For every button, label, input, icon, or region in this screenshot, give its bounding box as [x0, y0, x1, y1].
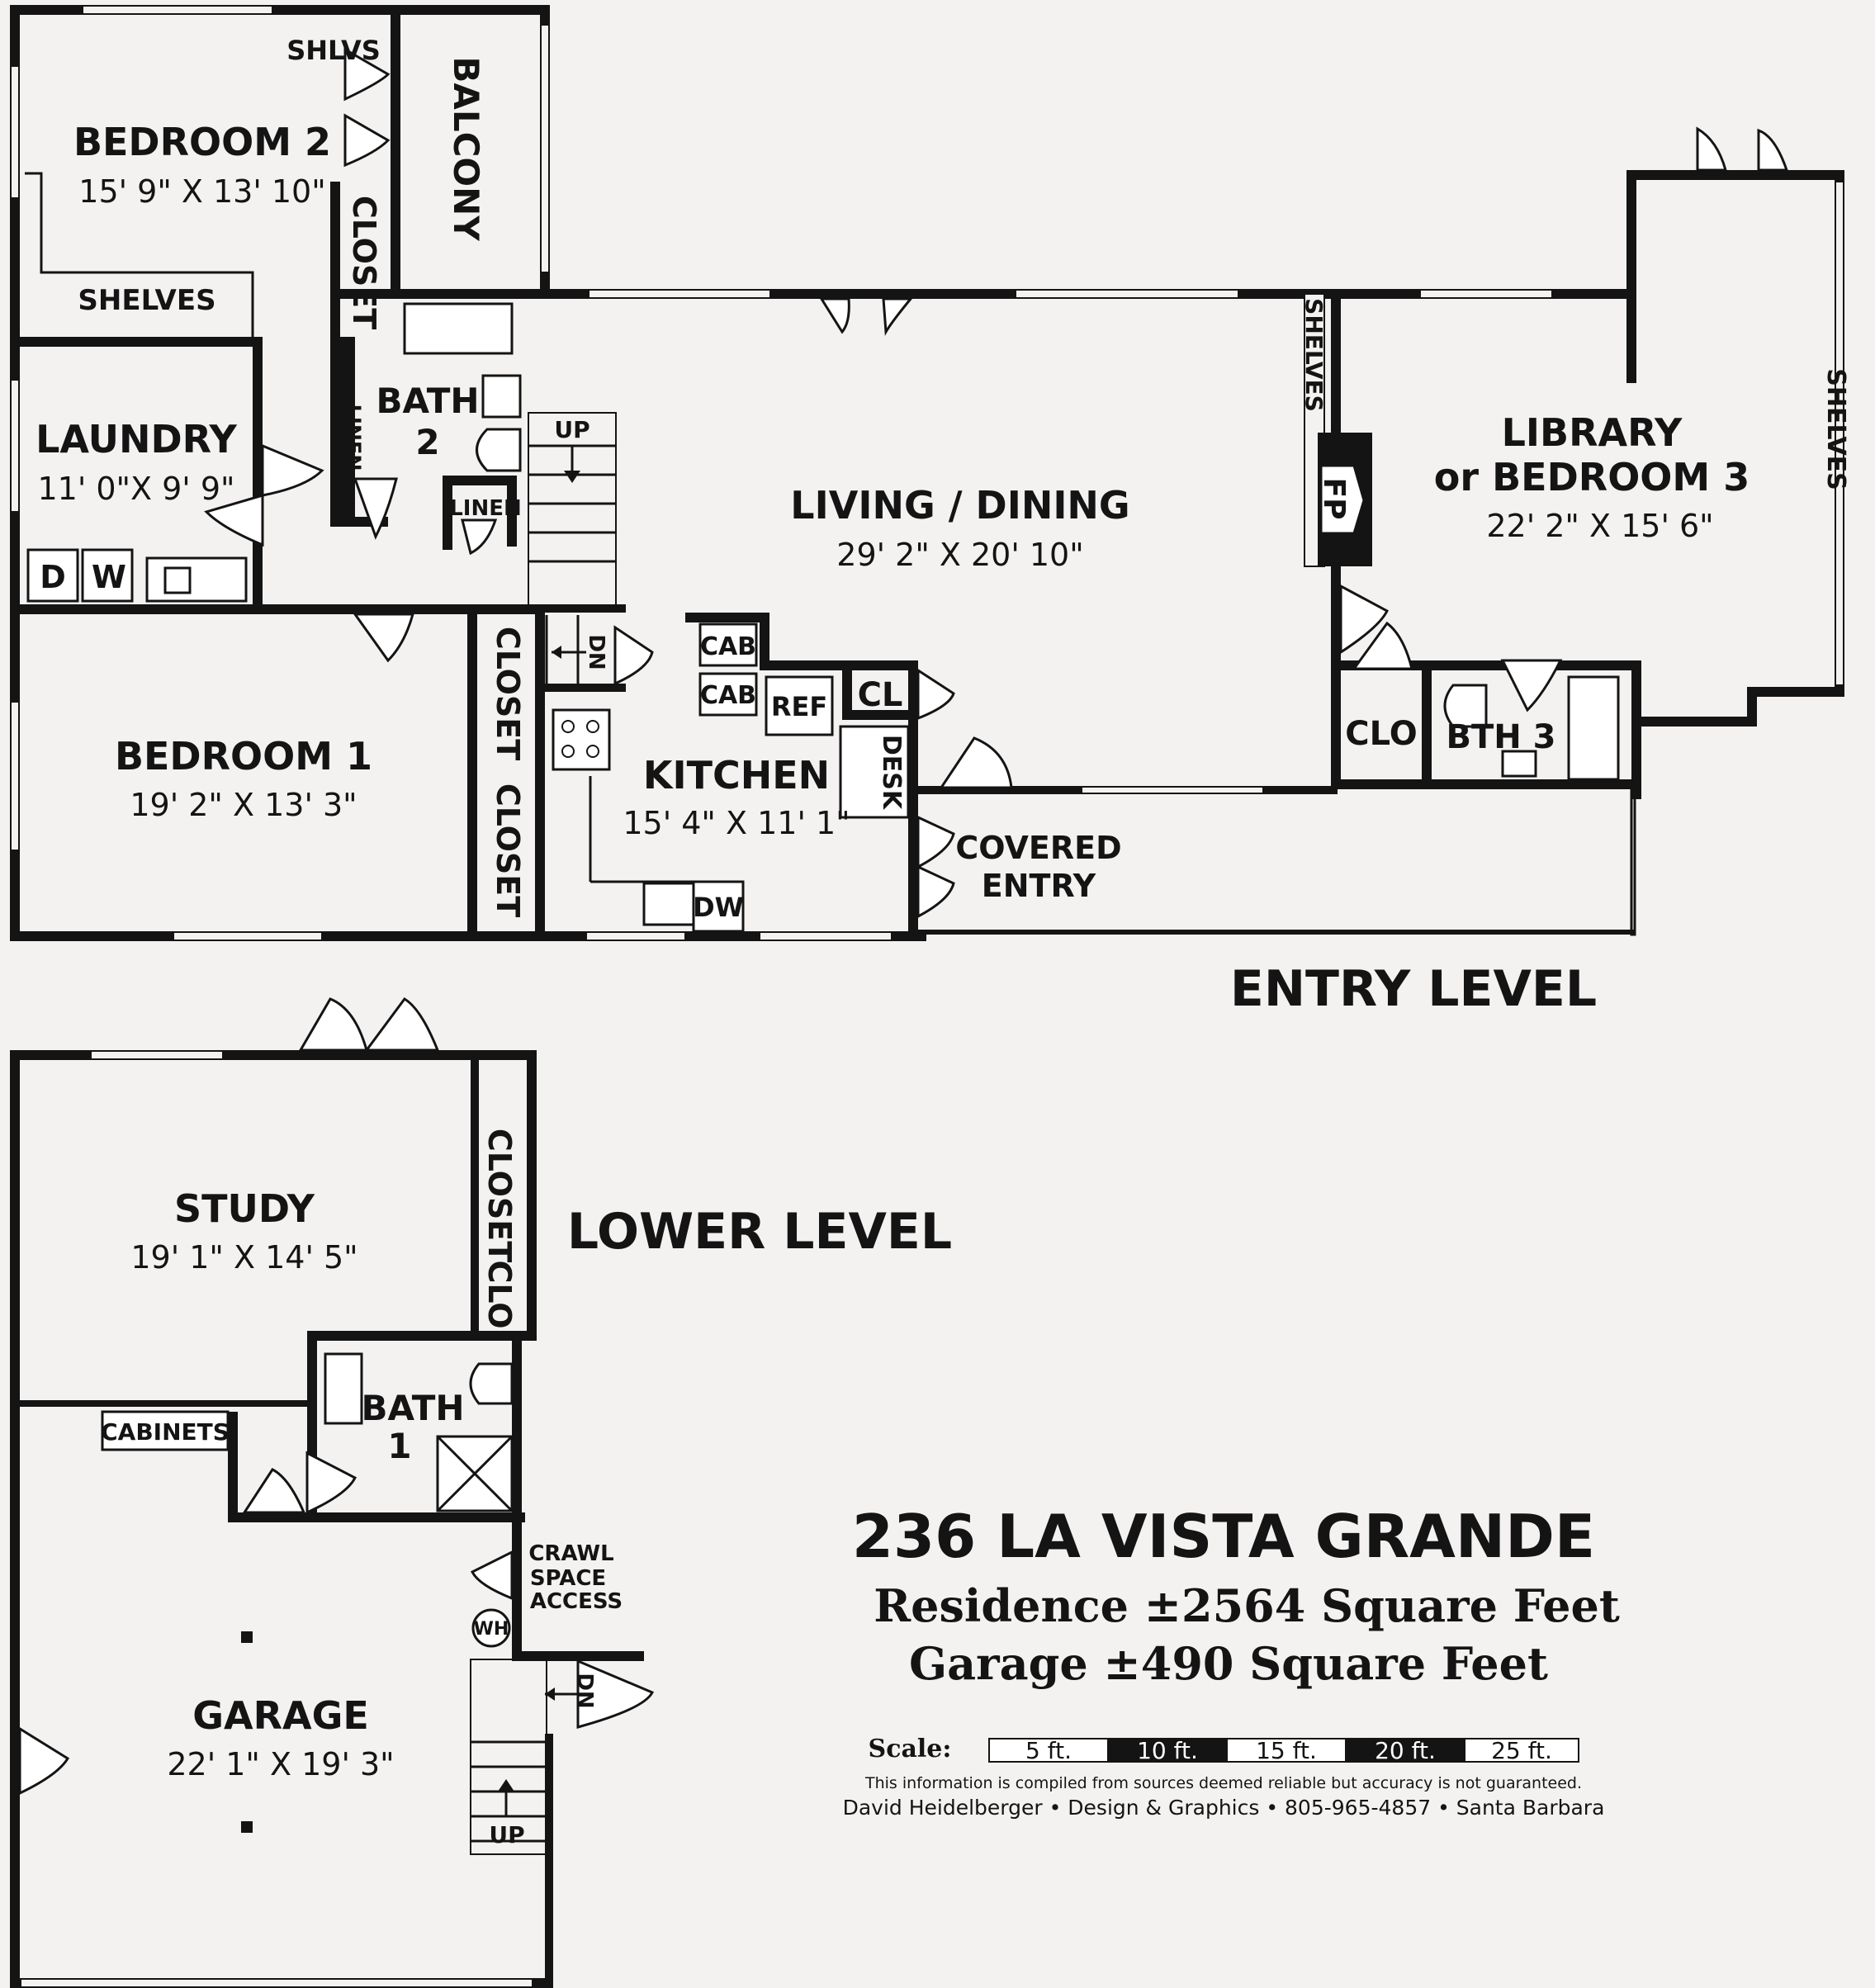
entry-level-title: ENTRY LEVEL	[1230, 960, 1597, 1018]
entry-level-windows	[10, 5, 1844, 941]
stairs-lower	[470, 1659, 578, 1855]
living-dim: 29' 2" X 20' 10"	[836, 537, 1083, 573]
shelves-library: SHELVES	[1821, 368, 1850, 490]
doors-lower	[18, 997, 655, 1796]
up-lower: UP	[489, 1821, 524, 1848]
bath2-name: BATH	[376, 381, 479, 421]
washer-label: W	[92, 559, 126, 595]
desk-label: DESK	[877, 735, 906, 811]
laundry-dim: 11' 0"X 9' 9"	[37, 471, 234, 507]
scale-tick-4: 20 ft.	[1375, 1737, 1436, 1764]
fixtures-entry	[25, 172, 1620, 933]
fp-label: FP	[1317, 478, 1351, 520]
wh-label: WH	[474, 1619, 509, 1640]
kitchen-dim: 15' 4" X 11' 1"	[623, 805, 850, 841]
library-name1: LIBRARY	[1502, 410, 1683, 455]
dw-label: DW	[693, 892, 744, 923]
scale-tick-3: 15 ft.	[1256, 1737, 1317, 1764]
closet-study: CLOSET	[481, 1129, 518, 1262]
crawl-2: SPACE	[530, 1566, 606, 1591]
clo-library: CLO	[1345, 715, 1417, 753]
address-title: 236 LA VISTA GRANDE	[852, 1502, 1595, 1571]
crawl-3: ACCESS	[530, 1589, 623, 1614]
closet-bed2: CLOSET	[346, 196, 382, 329]
covered-entry-1: COVERED	[955, 830, 1121, 866]
dn-lower: DN	[572, 1673, 597, 1708]
ref-label: REF	[771, 691, 827, 722]
dn-entry: DN	[584, 634, 608, 670]
living-name: LIVING / DINING	[790, 483, 1129, 528]
library-dim: 22' 2" X 15' 6"	[1486, 508, 1713, 544]
covered-entry-2: ENTRY	[982, 868, 1096, 904]
fireplace	[1318, 433, 1372, 566]
scale-tick-2: 10 ft.	[1137, 1737, 1198, 1764]
dryer-label: D	[40, 559, 66, 595]
shelves-bed2: SHELVES	[78, 284, 215, 317]
garage-sqft: Garage ±490 Square Feet	[909, 1637, 1548, 1690]
linen-label: LINEN	[449, 496, 522, 521]
scale-tick-5: 25 ft.	[1491, 1737, 1552, 1764]
clo-study: CLO	[481, 1260, 518, 1328]
disclaimer: This information is compiled from source…	[864, 1774, 1582, 1792]
bedroom2-dim: 15' 9" X 13' 10"	[78, 173, 325, 210]
up-entry: UP	[554, 416, 589, 443]
scale-label: Scale:	[869, 1735, 952, 1763]
room-labels: BEDROOM 2 15' 9" X 13' 10" SHLVS BALCONY…	[36, 35, 1850, 1848]
lower-level-title: LOWER LEVEL	[567, 1203, 952, 1261]
balcony-label: BALCONY	[446, 56, 486, 241]
bedroom2-name: BEDROOM 2	[73, 120, 331, 164]
closet-bed1-a: CLOSET	[490, 627, 526, 760]
credit: David Heidelberger • Design & Graphics •…	[843, 1796, 1605, 1820]
bath1-num: 1	[387, 1426, 411, 1466]
kitchen-name: KITCHEN	[643, 753, 830, 798]
closet-bed1-b: CLOSET	[490, 783, 526, 917]
laundry-name: LAUNDRY	[36, 417, 237, 462]
cab-2: CAB	[700, 681, 756, 710]
linen-vertical: LINEN	[342, 405, 365, 471]
crawl-1: CRAWL	[528, 1541, 613, 1566]
cab-1: CAB	[700, 632, 756, 661]
study-dim: 19' 1" X 14' 5"	[130, 1239, 357, 1276]
bedroom1-name: BEDROOM 1	[115, 734, 372, 779]
shlvs-label: SHLVS	[286, 35, 381, 66]
residence-sqft: Residence ±2564 Square Feet	[874, 1579, 1620, 1632]
cl-label: CL	[858, 676, 903, 714]
fixtures-lower	[101, 1352, 514, 1833]
bath1-name: BATH	[361, 1388, 464, 1428]
bath3-name: BTH 3	[1446, 718, 1555, 756]
garage-name: GARAGE	[192, 1693, 369, 1738]
study-name: STUDY	[174, 1186, 315, 1231]
bath2-num: 2	[415, 422, 439, 462]
garage-dim: 22' 1" X 19' 3"	[167, 1746, 394, 1782]
doors-entry	[204, 47, 1789, 919]
lower-level-windows	[20, 1050, 533, 1988]
bedroom1-dim: 19' 2" X 13' 3"	[130, 787, 357, 823]
cabinets-label: CABINETS	[101, 1418, 230, 1446]
stairs-entry	[528, 412, 617, 685]
shelves-fp: SHELVES	[1300, 298, 1328, 412]
scale-bar: Scale: 5 ft. 10 ft. 15 ft. 20 ft. 25 ft.	[869, 1735, 1579, 1764]
library-name2: or BEDROOM 3	[1434, 455, 1750, 499]
lower-level-walls	[10, 1050, 644, 1988]
scale-tick-1: 5 ft.	[1025, 1737, 1072, 1764]
